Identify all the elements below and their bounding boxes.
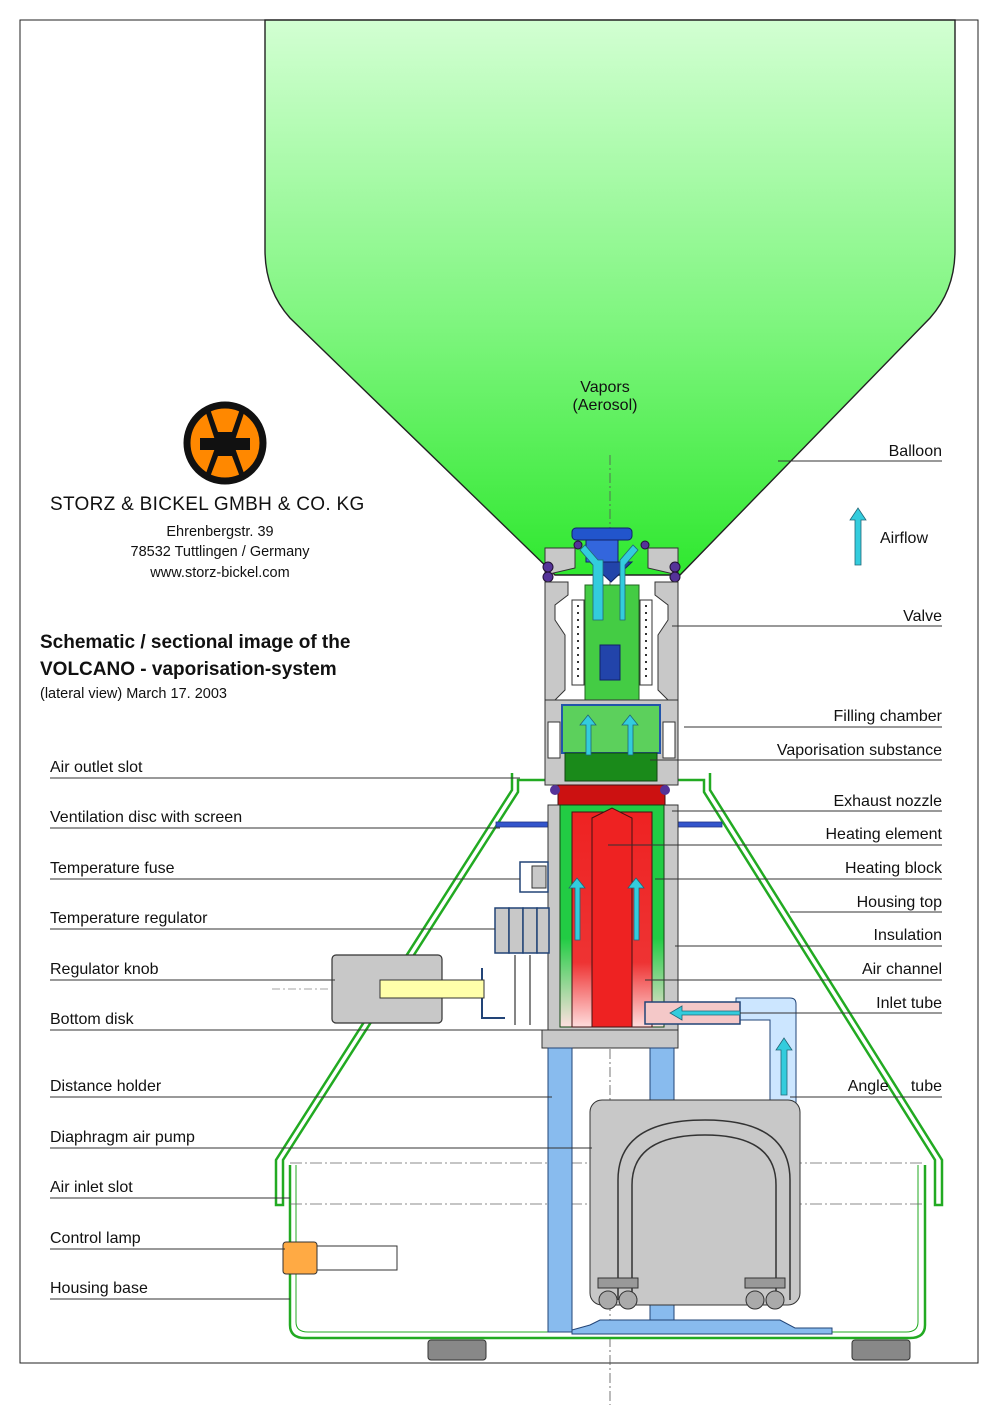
label-temperature-regulator: Temperature regulator — [50, 910, 208, 927]
distance-holder-left — [547, 1047, 573, 1333]
regulator-shaft — [379, 979, 485, 999]
leader-lines-right — [608, 460, 942, 1098]
heading-line-2: VOLCANO - vaporisation-system — [40, 659, 337, 680]
company-website: www.storz-bickel.com — [150, 565, 290, 581]
heading-line-1: Schematic / sectional image of the — [40, 632, 351, 653]
exhaust-nozzle — [557, 784, 666, 806]
pump-base-tube — [571, 1319, 833, 1335]
label-housing-base: Housing base — [50, 1280, 148, 1297]
label-valve: Valve — [903, 608, 942, 625]
label-angle-tube: Angle tube — [847, 1078, 942, 1095]
label-control-lamp: Control lamp — [50, 1230, 141, 1247]
label-housing-top: Housing top — [856, 894, 942, 911]
company-city: 78532 Tuttlingen / Germany — [130, 544, 310, 560]
housing-top — [274, 773, 545, 1207]
bottom-disk — [541, 1029, 679, 1049]
label-air-inlet-slot: Air inlet slot — [50, 1179, 133, 1196]
label-airflow: Airflow — [880, 530, 929, 547]
airflow-arrows — [568, 507, 867, 1096]
label-filling-chamber: Filling chamber — [833, 708, 942, 725]
leader-lines-left — [50, 777, 592, 1300]
company-logo — [183, 401, 267, 485]
label-inlet-tube: Inlet tube — [876, 995, 942, 1012]
vaporisation-substance — [564, 752, 658, 782]
housing-base — [288, 1165, 927, 1340]
label-air-outlet-slot: Air outlet slot — [50, 759, 143, 776]
foot-right — [851, 1339, 911, 1361]
aerosol-label: (Aerosol) — [572, 397, 638, 414]
heading-line-3: (lateral view) March 17. 2003 — [40, 686, 227, 702]
label-balloon: Balloon — [888, 443, 942, 460]
angle-tube — [735, 997, 797, 1129]
company-street: Ehrenbergstr. 39 — [166, 524, 274, 540]
label-temperature-fuse: Temperature fuse — [50, 860, 175, 877]
label-air-channel: Air channel — [861, 961, 942, 978]
filling-chamber — [544, 699, 679, 786]
label-bottom-disk: Bottom disk — [50, 1011, 134, 1028]
label-exhaust-nozzle: Exhaust nozzle — [833, 793, 942, 810]
label-insulation: Insulation — [873, 927, 943, 944]
company-name: STORZ & BICKEL GMBH & CO. KG — [50, 494, 365, 515]
vapors-label: Vapors — [580, 379, 630, 396]
label-vaporisation-substance: Vaporisation substance — [776, 742, 942, 759]
heating-element — [591, 807, 633, 1028]
valve — [542, 527, 681, 701]
label-regulator-knob: Regulator knob — [50, 961, 159, 978]
label-heating-element: Heating element — [825, 826, 942, 843]
label-heating-block: Heating block — [845, 860, 942, 877]
control-lamp — [282, 1241, 318, 1275]
label-diaphragm-air-pump: Diaphragm air pump — [50, 1129, 195, 1146]
label-ventilation-disc: Ventilation disc with screen — [50, 809, 243, 826]
temperature-regulator — [494, 907, 550, 954]
label-distance-holder: Distance holder — [50, 1078, 162, 1095]
diaphragm-air-pump — [589, 1099, 801, 1310]
foot-left — [427, 1339, 487, 1361]
